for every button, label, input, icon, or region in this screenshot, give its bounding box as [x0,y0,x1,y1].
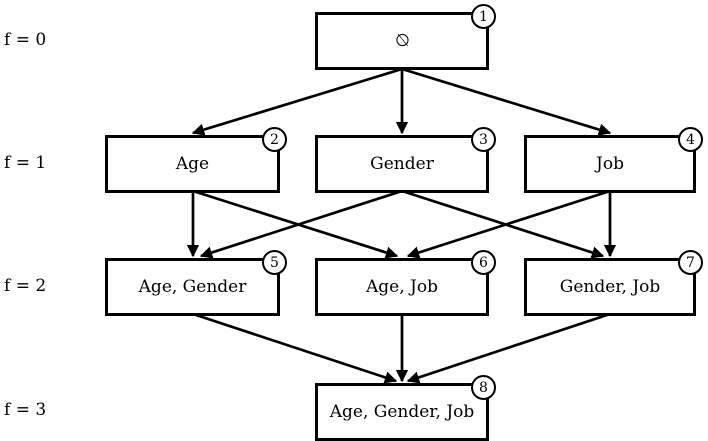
edge-arrow-3-7 [401,189,605,259]
edge-arrow-2-6 [192,189,399,259]
node-age-gender: Age, Gender 5 [105,250,287,316]
node-badge: 3 [471,127,496,152]
badge-number: 6 [479,254,488,271]
empty-set-icon: ∅ [394,30,410,51]
badge-number: 5 [270,254,279,271]
level-label-f0: f = 0 [4,30,47,50]
node-gender-job: Gender, Job 7 [524,250,703,316]
node-badge: 5 [262,250,287,275]
badge-number: 7 [686,254,695,271]
badge-number: 8 [479,379,488,396]
level-label-f2: f = 2 [4,276,47,296]
node-empty-set: ∅ 1 [315,4,496,70]
node-badge: 6 [471,250,496,275]
node-label: Gender, Job [559,276,661,297]
node-badge: 2 [262,127,287,152]
edge-arrow-5-8 [192,312,398,384]
node-job: Job 4 [524,127,703,193]
node-label: Age, Job [366,276,438,297]
level-label-f1: f = 1 [4,153,47,173]
badge-number: 4 [686,131,695,148]
edge-arrow-3-5 [199,189,403,259]
badge-number: 3 [479,131,488,148]
node-age-job: Age, Job 6 [315,250,496,316]
edge-arrow-7-8 [406,312,611,384]
node-age-gender-job: Age, Gender, Job 8 [315,375,496,441]
edge-arrow-4-6 [406,189,611,259]
node-label: Gender [370,153,434,174]
node-badge: 7 [678,250,703,275]
edge-arrow-1-2 [191,67,403,136]
node-gender: Gender 3 [315,127,496,193]
node-label: Age, Gender, Job [329,401,475,422]
node-label: Job [596,153,624,174]
badge-number: 2 [270,131,279,148]
node-badge: 8 [471,375,496,400]
node-age: Age 2 [105,127,287,193]
badge-number: 1 [479,8,488,25]
node-badge: 4 [678,127,703,152]
node-label: Age [175,153,210,174]
edge-arrow-1-4 [401,67,612,136]
node-label: Age, Gender [138,276,247,297]
level-label-f3: f = 3 [4,400,47,420]
node-badge: 1 [471,4,496,29]
